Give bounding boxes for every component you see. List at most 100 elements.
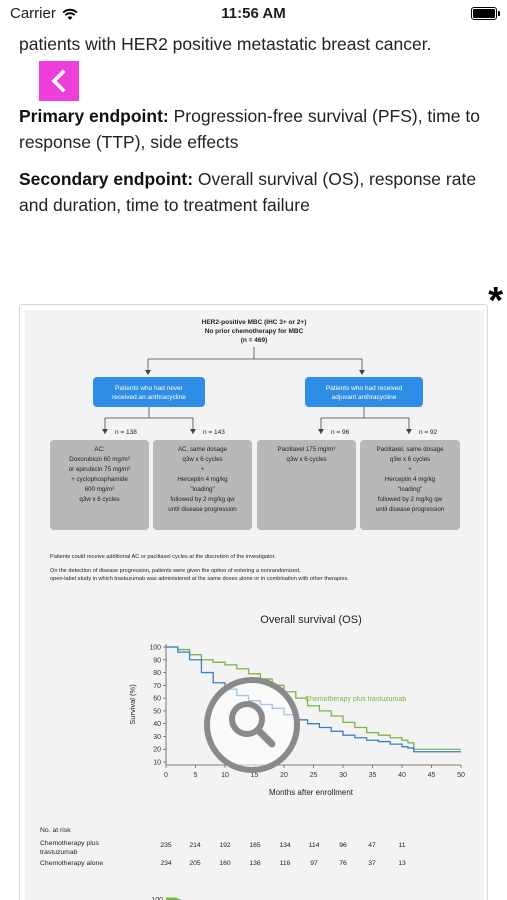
risk-cell: 235 bbox=[160, 842, 172, 849]
risk-cell: 192 bbox=[219, 842, 231, 849]
primary-endpoint-text: Progression-free survival (PFS), time to… bbox=[19, 106, 480, 152]
y-tick-label: 80 bbox=[153, 670, 161, 677]
group-adjuvant-line2: adjuvant anthracycline bbox=[332, 394, 397, 401]
risk-cell: 11 bbox=[398, 842, 405, 849]
group-adjuvant-line1: Patients who had received bbox=[326, 385, 403, 392]
group-adjuvant-anthracycline bbox=[305, 377, 423, 407]
risk-row-label: Chemotherapy plus bbox=[40, 840, 100, 847]
arm-n-3: n = 96 bbox=[331, 429, 350, 436]
risk-cell: 96 bbox=[339, 842, 347, 849]
x-tick-label: 0 bbox=[164, 772, 168, 779]
arm-box-4-line: followed by 2 mg/kg qw bbox=[378, 496, 443, 503]
risk-cell: 160 bbox=[219, 860, 231, 867]
x-tick-label: 35 bbox=[369, 772, 377, 779]
arm-box-1-line: AC: bbox=[94, 446, 105, 453]
arm-box-2-line: until disease progression bbox=[168, 506, 237, 513]
arm-box-4-line: until disease progression bbox=[376, 506, 445, 513]
x-tick-label: 20 bbox=[280, 772, 288, 779]
arm-box-2-line: "loading" bbox=[190, 486, 214, 493]
risk-cell: 234 bbox=[160, 860, 172, 867]
risk-cell: 37 bbox=[368, 860, 376, 867]
arm-box-1-line: q3w x 6 cycles bbox=[79, 496, 119, 503]
intro-text: patients with HER2 positive metastatic b… bbox=[19, 34, 432, 54]
carrier-label: Carrier bbox=[10, 5, 56, 22]
flow-diagram: HER2-positive MBC (IHC 3+ or 2+) No prio… bbox=[50, 319, 460, 582]
x-tick-label: 30 bbox=[339, 772, 347, 779]
flow-top-line1: HER2-positive MBC (IHC 3+ or 2+) bbox=[202, 319, 307, 326]
risk-cell: 76 bbox=[339, 860, 347, 867]
series-line-chemo-alone bbox=[166, 646, 461, 753]
arm-box-2-line: followed by 2 mg/kg qw bbox=[170, 496, 235, 503]
arm-box-2 bbox=[153, 440, 252, 530]
y-axis-label: Survival (%) bbox=[128, 684, 137, 725]
arm-n-2: n = 143 bbox=[203, 429, 225, 436]
risk-cell: 114 bbox=[309, 842, 320, 849]
x-tick-label: 25 bbox=[310, 772, 318, 779]
arm-box-4 bbox=[360, 440, 460, 530]
arm-box-1-line: or epirubicin 75 mg/m² bbox=[69, 466, 131, 473]
risk-table-title: No. at risk bbox=[40, 827, 71, 834]
arm-box-4-line: "loading" bbox=[398, 486, 422, 493]
y-tick-label: 70 bbox=[153, 683, 161, 690]
group-never-line2: received an anthracycline bbox=[112, 394, 186, 401]
arm-n-4: n = 92 bbox=[419, 429, 438, 436]
risk-cell: 134 bbox=[279, 842, 291, 849]
risk-row-label: Chemotherapy alone bbox=[40, 860, 103, 867]
primary-endpoint: Primary endpoint: Progression-free survi… bbox=[19, 103, 489, 155]
y-tick-label: 50 bbox=[153, 708, 161, 715]
asterisk-marker[interactable]: * bbox=[488, 280, 503, 322]
flow-top-line3: (n = 469) bbox=[241, 337, 268, 344]
arm-box-1-line: + cyclophosphamide bbox=[71, 476, 128, 483]
risk-cell: 205 bbox=[189, 860, 201, 867]
chart-title: Overall survival (OS) bbox=[260, 614, 361, 626]
risk-cell: 214 bbox=[189, 842, 201, 849]
group-never-anthracycline bbox=[93, 377, 205, 407]
figure-card[interactable]: HER2-positive MBC (IHC 3+ or 2+) No prio… bbox=[19, 304, 488, 900]
wifi-icon bbox=[62, 8, 78, 20]
chevron-left-icon bbox=[51, 69, 66, 93]
x-tick-label: 50 bbox=[457, 772, 465, 779]
risk-row-label: trastuzumab bbox=[40, 849, 78, 856]
arm-n-1: n = 138 bbox=[115, 429, 137, 436]
arm-box-2-line: AC, same dosage bbox=[178, 446, 228, 453]
flow-note-2: On the detection of disease progression,… bbox=[50, 568, 301, 574]
secondary-endpoint: Secondary endpoint: Overall survival (OS… bbox=[19, 166, 489, 218]
flow-note-1: Patients could receive additional AC or … bbox=[50, 554, 276, 560]
back-button[interactable] bbox=[39, 61, 79, 101]
arm-box-3-line: q3w x 6 cycles bbox=[286, 456, 326, 463]
risk-cell: 13 bbox=[398, 860, 406, 867]
secondary-endpoint-label: Secondary endpoint: bbox=[19, 169, 194, 189]
flow-note-3: open-label study in which trastuzumab wa… bbox=[50, 576, 349, 582]
y-tick-label: 90 bbox=[153, 657, 161, 664]
next-chart-tick: 100 bbox=[151, 897, 163, 900]
arm-box-1-line: Doxorubicin 60 mg/m² bbox=[69, 456, 130, 463]
x-tick-label: 45 bbox=[428, 772, 436, 779]
y-tick-label: 20 bbox=[153, 747, 161, 754]
y-tick-label: 60 bbox=[153, 696, 161, 703]
arm-box-1 bbox=[50, 440, 149, 530]
risk-cell: 47 bbox=[368, 842, 376, 849]
y-tick-label: 100 bbox=[149, 645, 161, 652]
zoom-button[interactable] bbox=[203, 676, 301, 774]
arm-box-3 bbox=[257, 440, 356, 530]
risk-cell: 97 bbox=[310, 860, 318, 867]
clock: 11:56 AM bbox=[221, 5, 286, 22]
x-axis-label: Months after enrollment bbox=[269, 788, 354, 797]
y-tick-label: 40 bbox=[153, 721, 161, 728]
arm-box-1-line: 600 mg/m² bbox=[85, 486, 115, 493]
arm-box-3-line: Paclitaxel 175 mg/m² bbox=[278, 446, 336, 453]
figure-svg: HER2-positive MBC (IHC 3+ or 2+) No prio… bbox=[40, 319, 465, 900]
secondary-endpoint-text: Overall survival (OS), response rate and… bbox=[19, 169, 477, 215]
x-tick-label: 10 bbox=[221, 772, 229, 779]
status-bar: Carrier 11:56 AM bbox=[0, 0, 507, 26]
group-never-line1: Patients who had never bbox=[115, 385, 184, 392]
series-annotation: Chemotherapy plus trastuzumab bbox=[305, 696, 406, 703]
carrier-group: Carrier bbox=[10, 5, 79, 22]
arm-box-2-line: q3w x 6 cycles bbox=[182, 456, 222, 463]
series-line-chemo-plus-trastuzumab bbox=[166, 646, 461, 750]
arm-box-4-line: Paclitaxel, same dosage bbox=[376, 446, 444, 453]
arm-box-4-line: q3w x 6 cycles bbox=[390, 456, 430, 463]
figure-image: HER2-positive MBC (IHC 3+ or 2+) No prio… bbox=[25, 310, 484, 900]
flow-top-line2: No prior chemotherapy for MBC bbox=[205, 328, 304, 335]
arm-box-4-line: + bbox=[408, 466, 412, 473]
